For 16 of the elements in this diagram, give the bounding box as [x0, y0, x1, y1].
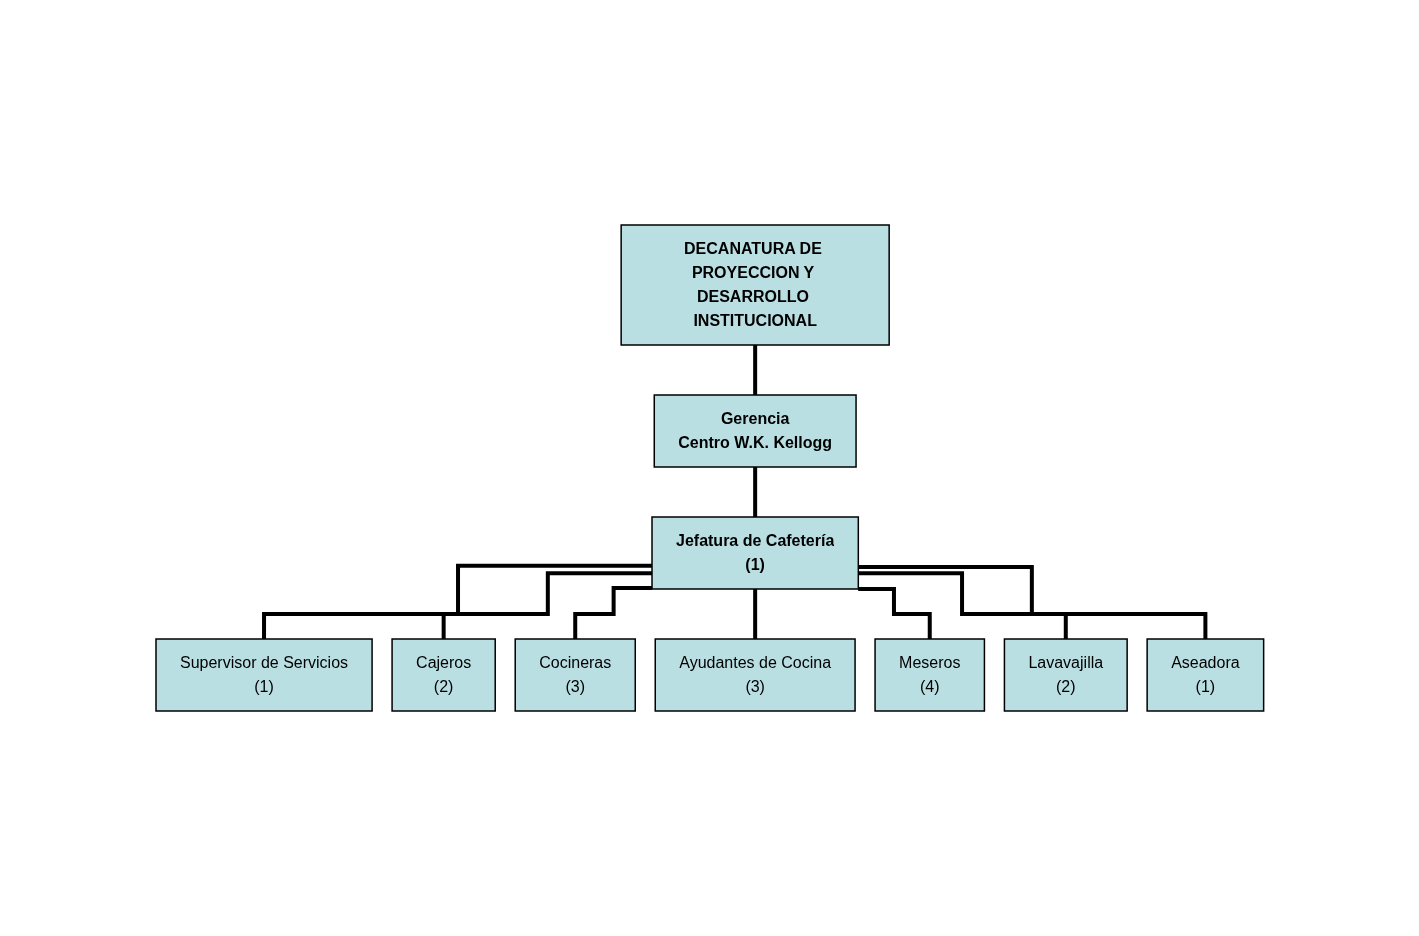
- node-box: Aseadora (1): [1146, 638, 1265, 712]
- node-box: Gerencia Centro W.K. Kellogg: [653, 394, 857, 468]
- connector: [858, 571, 1068, 641]
- node-box: DECANATURA DE PROYECCION Y DESARROLLO INSTITUCIONAL: [620, 224, 890, 346]
- node-box: Meseros (4): [874, 638, 985, 712]
- connector: [858, 565, 1208, 641]
- connector: [572, 585, 652, 641]
- connector: [441, 571, 652, 641]
- node-box: Cocineras (3): [514, 638, 636, 712]
- node-box: Lavavajilla (2): [1003, 638, 1128, 712]
- node-box: Supervisor de Servicios (1): [154, 638, 373, 712]
- node-box: Cajeros (2): [391, 638, 496, 712]
- connector: [261, 563, 652, 641]
- connector: [857, 587, 932, 641]
- node-box: Ayudantes de Cocina (3): [654, 638, 856, 712]
- node-box: Jefatura de Cafetería (1): [650, 516, 859, 590]
